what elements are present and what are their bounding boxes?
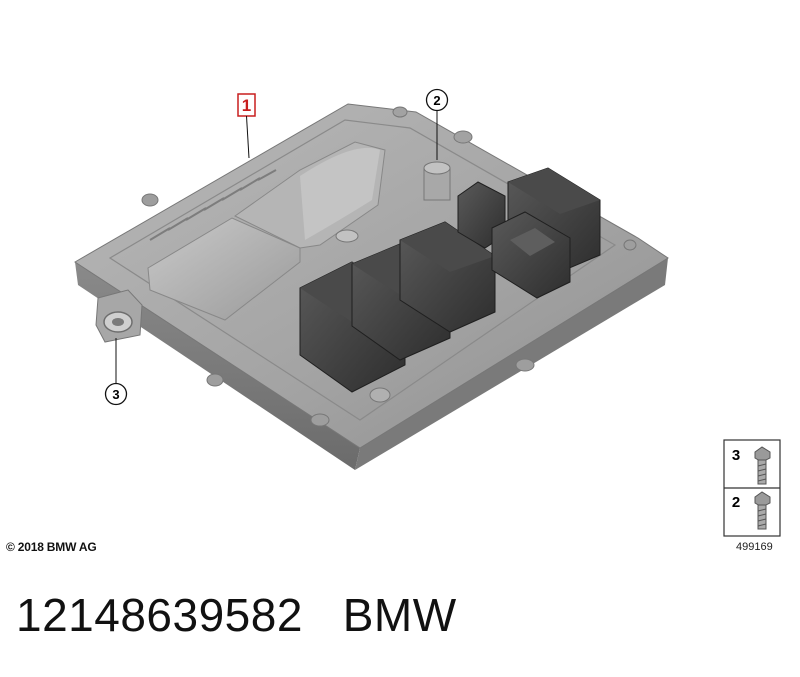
callout-1-label: 1 xyxy=(242,96,251,115)
screw-icon xyxy=(754,491,771,530)
legend-row1-number: 3 xyxy=(732,447,740,464)
callout-1[interactable]: 1 xyxy=(237,93,256,159)
legend-row-screw-2[interactable]: 2 xyxy=(732,491,771,530)
connector-6 xyxy=(491,211,571,299)
callout-2-label: 2 xyxy=(433,93,440,108)
mounting-tab xyxy=(95,106,637,427)
callout-1-leader xyxy=(246,115,250,159)
threaded-boss xyxy=(335,161,451,243)
cover-pad xyxy=(147,141,386,321)
connector-3 xyxy=(399,221,496,333)
callout-3-circle xyxy=(104,382,128,406)
callout-3-label: 3 xyxy=(112,387,119,402)
copyright-notice: © 2018 BMW AG xyxy=(6,540,97,554)
fastener-legend: 3 2 xyxy=(723,439,781,537)
part-number-line: 12148639582 BMW xyxy=(16,589,457,641)
callout-3[interactable]: 3 xyxy=(104,338,128,406)
figure-number: 499169 xyxy=(736,541,773,553)
callout-2-circle xyxy=(425,88,449,112)
callout-2[interactable]: 2 xyxy=(425,88,449,161)
screw-icon xyxy=(754,446,771,485)
legend-row2-number: 2 xyxy=(732,494,740,511)
legend-row-screw-3[interactable]: 3 xyxy=(732,446,771,485)
